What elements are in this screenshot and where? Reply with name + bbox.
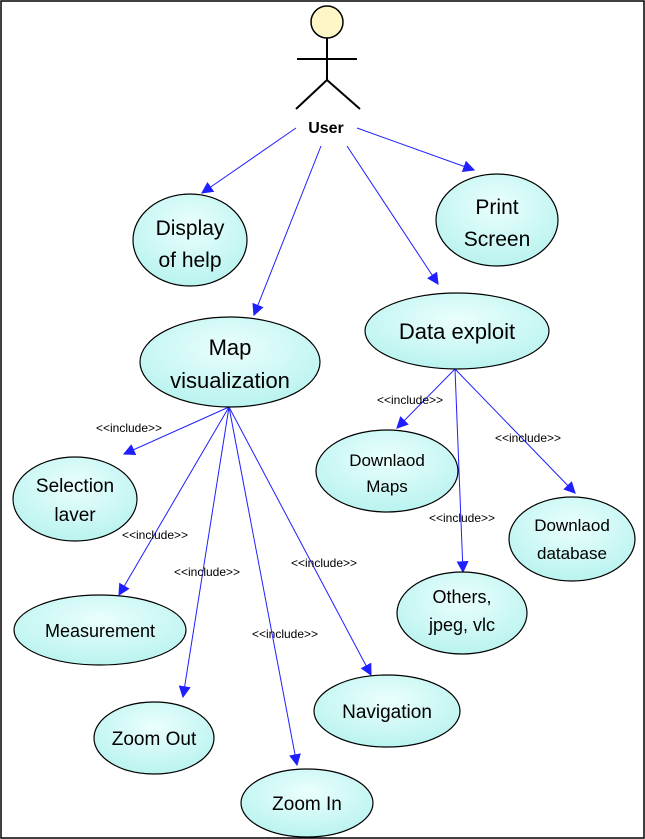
use-case-label-line-1: Zoom Out — [112, 729, 197, 750]
use-case-label-line-1: Data exploit — [399, 319, 515, 344]
include-line-zoom-in — [228, 406, 301, 767]
use-case-download-database[interactable]: Downlaod database — [508, 496, 636, 582]
use-case-label-line-1: Downlaod — [349, 451, 425, 470]
use-case-label-line-1: Others, — [432, 587, 491, 607]
use-case-label-line-1: Zoom In — [272, 794, 342, 815]
use-case-label-line-1: Map — [209, 335, 252, 360]
use-case-download-maps[interactable]: Downlaod Maps — [315, 429, 459, 513]
assoc-print-screen — [356, 127, 476, 172]
actor-label: User — [308, 120, 344, 137]
include-line-measurement — [118, 406, 230, 597]
include-line-download-database — [454, 368, 576, 494]
include-line-navigation — [228, 406, 372, 677]
use-case-measurement[interactable]: Measurement — [13, 594, 187, 666]
actor-head — [310, 5, 344, 39]
include-lines — [118, 368, 576, 767]
use-case-label-line-1: Display — [156, 217, 225, 240]
include-labels: <<include>> <<include>> <<include>> <<in… — [96, 393, 561, 641]
actor-user[interactable]: User — [295, 5, 361, 137]
use-case-label-line-2: of help — [158, 249, 221, 272]
include-label-selection: <<include>> — [96, 421, 162, 435]
include-label-zoom-in: <<include>> — [252, 627, 318, 641]
include-label-measurement: <<include>> — [122, 528, 188, 542]
use-case-label-line-1: Navigation — [342, 702, 432, 723]
include-line-zoom-out — [178, 406, 230, 699]
use-case-display-help[interactable]: Display of help — [132, 193, 248, 287]
include-line-others — [454, 368, 469, 574]
use-case-label-line-1: Selection — [36, 476, 114, 497]
associations — [201, 127, 476, 317]
use-case-label-line-2: visualization — [170, 368, 290, 393]
use-case-label-line-2: database — [537, 544, 607, 563]
use-case-zoom-in[interactable]: Zoom In — [240, 768, 374, 838]
include-label-zoom-out: <<include>> — [174, 565, 240, 579]
include-label-navigation: <<include>> — [291, 556, 357, 570]
use-case-print-screen[interactable]: Print Screen — [435, 173, 559, 267]
use-case-label-line-1: Downlaod — [534, 516, 610, 535]
use-case-label-line-1: Print — [475, 196, 518, 219]
use-case-others[interactable]: Others, jpeg, vlc — [396, 571, 528, 655]
include-label-download-database: <<include>> — [495, 431, 561, 445]
use-case-selection-layer[interactable]: Selection laver — [12, 456, 138, 542]
use-case-label-line-2: Screen — [464, 228, 531, 251]
assoc-display-help — [201, 127, 297, 194]
include-label-download-maps: <<include>> — [377, 393, 443, 407]
include-line-download-maps — [396, 368, 456, 429]
include-label-others: <<include>> — [429, 511, 495, 525]
use-case-zoom-out[interactable]: Zoom Out — [93, 701, 215, 775]
use-case-label-line-2: laver — [54, 505, 96, 526]
include-line-selection — [122, 406, 230, 456]
use-case-label-line-1: Measurement — [45, 621, 155, 641]
use-case-navigation[interactable]: Navigation — [313, 674, 461, 748]
use-case-map-visualization[interactable]: Map visualization — [139, 316, 321, 408]
assoc-map-visualization — [252, 145, 322, 317]
use-case-label-line-2: Maps — [366, 477, 408, 496]
assoc-data-exploit — [346, 145, 439, 286]
use-case-label-line-2: jpeg, vlc — [428, 615, 495, 635]
use-case-data-exploit[interactable]: Data exploit — [364, 292, 550, 370]
